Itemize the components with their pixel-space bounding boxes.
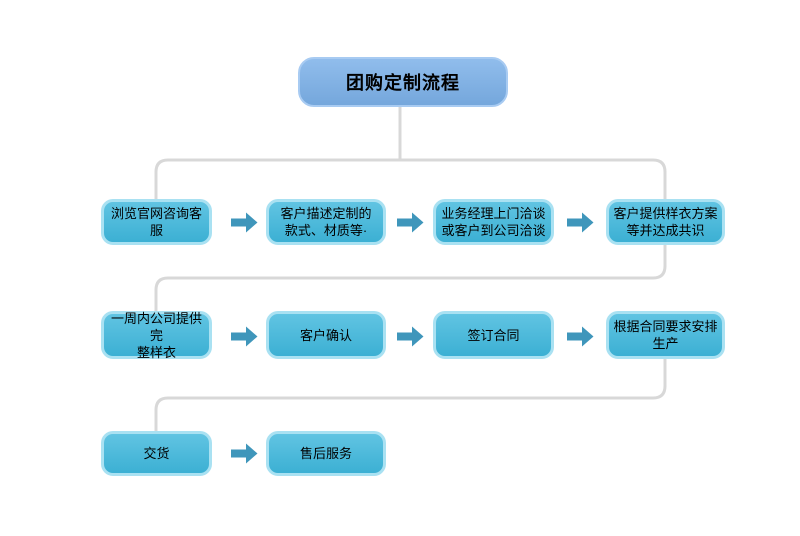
- arrow-right-icon: [397, 212, 424, 233]
- connector-row2-to-row3: [154, 359, 667, 431]
- flow-step-label: 一周内公司提供完 整样衣: [110, 310, 202, 360]
- arrow-right-icon: [231, 443, 258, 464]
- flow-step-browse-website: 浏览官网咨询客服: [101, 199, 212, 245]
- flow-title-box: 团购定制流程: [298, 57, 508, 107]
- flow-step-arrange-production: 根据合同要求安排 生产: [606, 311, 725, 359]
- arrow-right-icon: [567, 212, 594, 233]
- flow-step-label: 客户确认: [299, 327, 352, 343]
- flow-step-customer-confirm: 客户确认: [266, 311, 386, 359]
- flow-step-after-sales: 售后服务: [266, 431, 386, 476]
- flow-step-label: 客户提供样衣方案 等并达成共识: [613, 206, 718, 238]
- flow-step-label: 售后服务: [299, 446, 352, 461]
- flow-step-label: 浏览官网咨询客服: [110, 206, 202, 238]
- arrow-right-icon: [397, 326, 424, 347]
- flow-step-label: 业务经理上门洽谈 或客户到公司洽谈: [441, 206, 546, 238]
- flow-step-label: 签订合同: [467, 327, 520, 343]
- arrow-right-icon: [567, 326, 594, 347]
- flow-step-sign-contract: 签订合同: [433, 311, 554, 359]
- flow-step-describe-custom: 客户描述定制的 款式、材质等·: [266, 199, 386, 245]
- connector-row1-bus: [154, 158, 667, 199]
- arrow-right-icon: [231, 326, 258, 347]
- flow-step-label: 根据合同要求安排 生产: [613, 319, 718, 351]
- flow-step-delivery: 交货: [101, 431, 212, 476]
- flow-title-label: 团购定制流程: [346, 73, 460, 93]
- flow-step-label: 交货: [143, 446, 170, 461]
- arrow-right-icon: [231, 212, 258, 233]
- connector-row1-to-row2: [154, 245, 667, 311]
- flow-step-provide-sample: 一周内公司提供完 整样衣: [101, 310, 212, 360]
- flow-step-label: 客户描述定制的 款式、材质等·: [280, 206, 372, 238]
- flow-step-manager-meeting: 业务经理上门洽谈 或客户到公司洽谈: [433, 199, 554, 245]
- flow-step-sample-plan: 客户提供样衣方案 等并达成共识: [606, 199, 725, 245]
